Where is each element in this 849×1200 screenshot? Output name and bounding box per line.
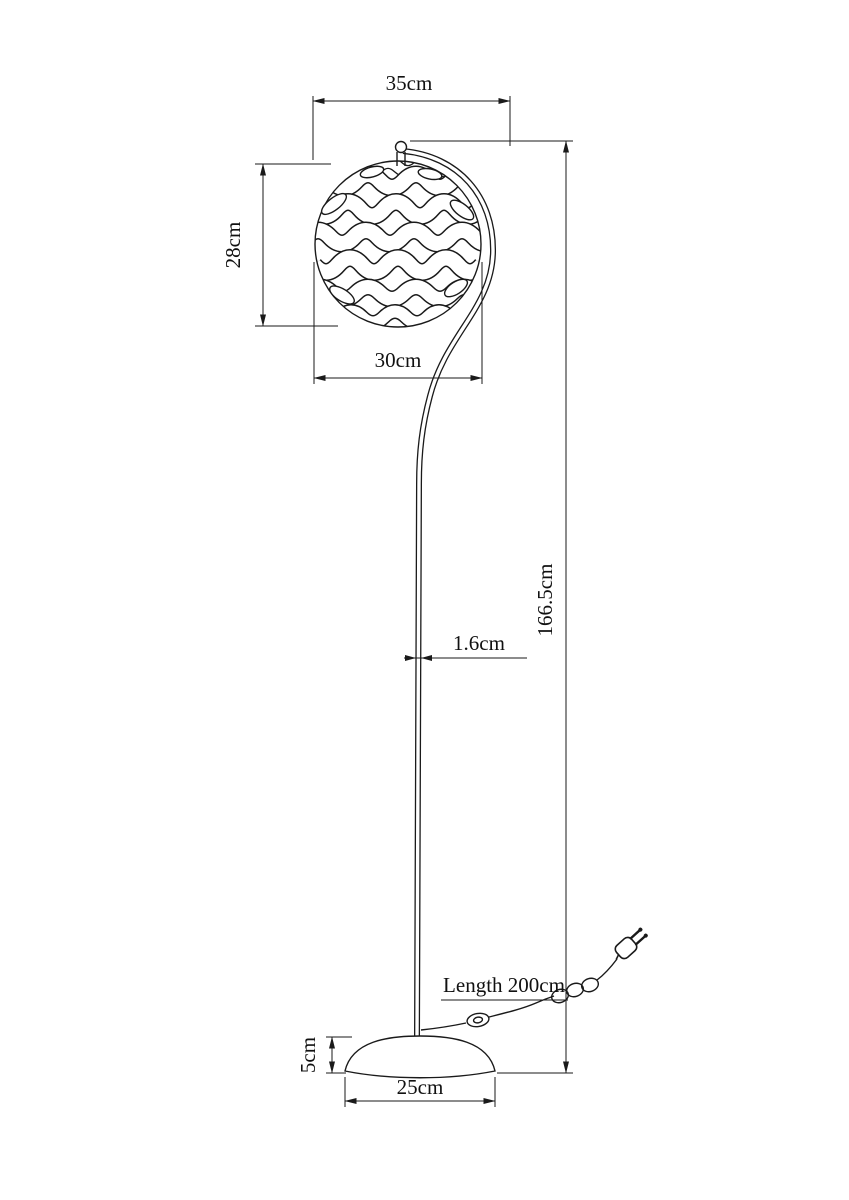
lamp-base xyxy=(344,1035,496,1079)
floor-lamp xyxy=(314,140,648,1079)
dim-base-width: 25cm xyxy=(344,1075,496,1107)
cord-switch xyxy=(466,1012,490,1028)
dim-shade-height: 28cm xyxy=(221,163,338,327)
shade-petal xyxy=(417,167,443,181)
arrowhead xyxy=(421,655,432,661)
power-plug xyxy=(614,927,648,960)
dim-label-shade-outer-width: 35cm xyxy=(386,71,433,95)
dim-label-base-height: 5cm xyxy=(296,1037,320,1073)
dim-pole-diameter: 1.6cm xyxy=(404,631,527,661)
dim-label-shade-width: 30cm xyxy=(375,348,422,372)
dim-cord-length: Length 200cm xyxy=(441,973,568,1001)
shade-petal xyxy=(320,192,348,216)
dim-label-base-width: 25cm xyxy=(397,1075,444,1099)
dim-total-height: 166.5cm xyxy=(410,140,573,1074)
lamp-arm-pole xyxy=(402,148,497,1037)
dim-shade-outer-width: 35cm xyxy=(312,71,511,160)
shade-petal xyxy=(443,278,469,298)
dim-shade-width: 30cm xyxy=(313,262,483,384)
dim-label-total-height: 166.5cm xyxy=(533,564,557,637)
lamp-finial xyxy=(394,140,408,166)
dim-label-shade-height: 28cm xyxy=(221,222,245,269)
power-cord xyxy=(420,927,648,1031)
shade-petal xyxy=(359,165,385,179)
dim-base-height: 5cm xyxy=(296,1036,352,1074)
arrowhead xyxy=(405,655,416,661)
dim-label-cord-length: Length 200cm xyxy=(443,973,565,997)
dim-label-pole-diameter: 1.6cm xyxy=(453,631,505,655)
shade-outline xyxy=(314,160,482,328)
dimensions: 35cm 28cm 30cm 1.6cm 166.5cm xyxy=(221,71,573,1107)
shade-petal xyxy=(449,199,475,221)
shade-petal xyxy=(329,285,355,305)
